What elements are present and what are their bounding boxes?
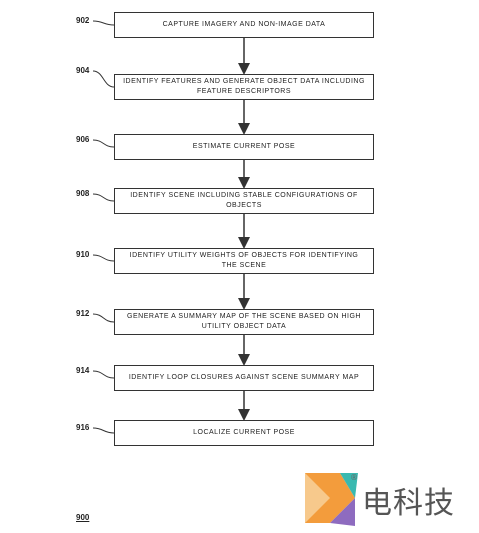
reference-leader-line xyxy=(92,313,115,323)
reference-leader-line xyxy=(92,254,115,262)
step-ref-904: 904 xyxy=(76,66,90,75)
watermark-text: 电科技 xyxy=(362,486,455,521)
step-ref-902: 902 xyxy=(76,16,90,25)
step-ref-906: 906 xyxy=(76,135,90,144)
reference-leader-line xyxy=(92,70,115,88)
step-box-912: GENERATE A SUMMARY MAP OF THE SCENE BASE… xyxy=(114,309,374,335)
reference-leader-line xyxy=(92,20,115,26)
step-label: CAPTURE IMAGERY AND NON-IMAGE DATA xyxy=(162,21,326,28)
figure-reference-number: 900 xyxy=(76,513,90,522)
reference-leader-line xyxy=(92,427,115,434)
step-ref-908: 908 xyxy=(76,189,90,198)
step-label: IDENTIFY UTILITY WEIGHTS OF OBJECTS FOR … xyxy=(129,252,359,269)
step-label: IDENTIFY SCENE INCLUDING STABLE CONFIGUR… xyxy=(130,192,358,209)
step-ref-914: 914 xyxy=(76,366,90,375)
step-label: IDENTIFY LOOP CLOSURES AGAINST SCENE SUM… xyxy=(128,374,360,381)
step-label: GENERATE A SUMMARY MAP OF THE SCENE BASE… xyxy=(127,313,361,330)
watermark-logo-purple-shape xyxy=(330,498,355,526)
reference-leader-line xyxy=(92,193,115,202)
step-label: IDENTIFY FEATURES AND GENERATE OBJECT DA… xyxy=(123,78,365,95)
step-box-908: IDENTIFY SCENE INCLUDING STABLE CONFIGUR… xyxy=(114,188,374,214)
reference-leader-line xyxy=(92,139,115,148)
step-label: LOCALIZE CURRENT POSE xyxy=(193,429,295,436)
step-box-904: IDENTIFY FEATURES AND GENERATE OBJECT DA… xyxy=(114,74,374,100)
reference-leader-line xyxy=(92,370,115,379)
step-ref-910: 910 xyxy=(76,250,90,259)
step-box-906: ESTIMATE CURRENT POSE xyxy=(114,134,374,160)
watermark-logo: ® xyxy=(305,473,358,526)
watermark-logo-light-shape xyxy=(305,473,330,523)
step-box-902: CAPTURE IMAGERY AND NON-IMAGE DATA xyxy=(114,12,374,38)
step-label: ESTIMATE CURRENT POSE xyxy=(192,143,296,150)
step-box-910: IDENTIFY UTILITY WEIGHTS OF OBJECTS FOR … xyxy=(114,248,374,274)
step-ref-916: 916 xyxy=(76,423,90,432)
step-box-914: IDENTIFY LOOP CLOSURES AGAINST SCENE SUM… xyxy=(114,365,374,391)
registered-mark: ® xyxy=(350,473,358,482)
step-box-916: LOCALIZE CURRENT POSE xyxy=(114,420,374,446)
step-ref-912: 912 xyxy=(76,309,90,318)
watermark-logo-teal-shape xyxy=(340,473,358,498)
